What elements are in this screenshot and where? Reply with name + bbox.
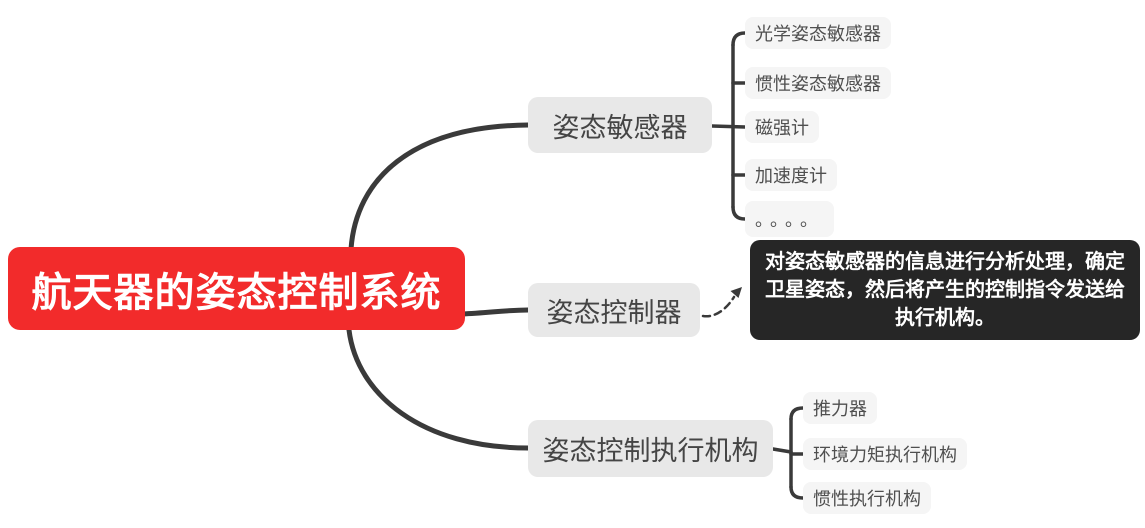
controller-note[interactable]: 对姿态敏感器的信息进行分析处理，确定卫星姿态，然后将产生的控制指令发送给执行机构… (750, 240, 1140, 340)
leaf-topic-ellipsis[interactable]: 。。。。 (745, 201, 834, 237)
leaf-topic-optical-sensor[interactable]: 光学姿态敏感器 (745, 17, 891, 49)
leaf-topic-magnetometer[interactable]: 磁强计 (745, 111, 819, 143)
leaf-topic-inertial-sensor[interactable]: 惯性姿态敏感器 (745, 67, 891, 99)
leaf-topic-accelerometer[interactable]: 加速度计 (745, 159, 837, 191)
leaf-topic-environmental-torque-actuator[interactable]: 环境力矩执行机构 (803, 438, 967, 470)
branch-topic-actuators[interactable]: 姿态控制执行机构 (528, 420, 773, 477)
branch-topic-sensors[interactable]: 姿态敏感器 (528, 97, 712, 153)
connector-sensors-children (710, 31, 747, 221)
branch-topic-controller[interactable]: 姿态控制器 (528, 283, 700, 337)
note-arrowhead-icon (730, 287, 742, 298)
connector-root-to-actuators (346, 327, 531, 451)
leaf-topic-inertial-actuator[interactable]: 惯性执行机构 (803, 482, 931, 514)
note-arrow (701, 295, 736, 318)
root-topic[interactable]: 航天器的姿态控制系统 (8, 247, 465, 330)
connector-root-to-controller (459, 307, 531, 317)
connector-actuators-children (771, 406, 805, 500)
leaf-topic-thruster[interactable]: 推力器 (803, 392, 877, 424)
connector-root-to-sensors (348, 122, 531, 252)
